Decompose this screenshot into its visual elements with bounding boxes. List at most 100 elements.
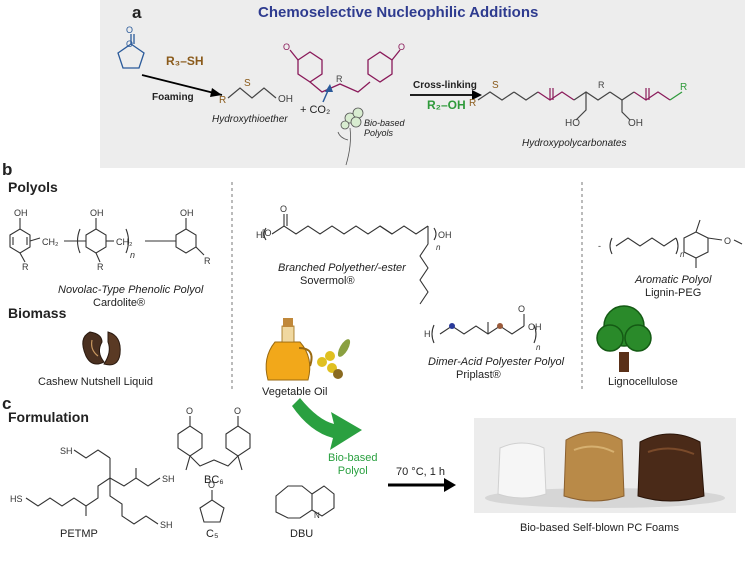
svg-text:R: R — [336, 74, 343, 84]
green-curved-arrow — [292, 398, 362, 450]
svg-text:S: S — [244, 78, 251, 89]
svg-text:CH₂: CH₂ — [116, 237, 133, 247]
svg-text:n: n — [680, 250, 685, 259]
flower-sketch-icon — [337, 107, 364, 166]
foams-caption: Bio-based Self-blown PC Foams — [520, 522, 679, 534]
cashew-label: Cashew Nutshell Liquid — [38, 376, 153, 388]
svg-text:‐: ‐ — [598, 241, 601, 251]
lignin-peg-structure — [609, 219, 743, 268]
svg-text:O: O — [724, 236, 731, 246]
svg-text:CH₂: CH₂ — [42, 237, 59, 247]
sovermol-name: Branched Polyether/-ester — [278, 262, 406, 274]
svg-text:HO: HO — [565, 118, 580, 129]
svg-text:OH: OH — [528, 322, 542, 332]
cardolite-trade: Cardolite® — [93, 297, 146, 309]
svg-text:R: R — [204, 256, 211, 266]
svg-text:R: R — [598, 80, 605, 90]
dbu-label: DBU — [290, 528, 314, 540]
svg-text:O: O — [283, 42, 290, 52]
formulation-heading: Formulation — [8, 409, 89, 425]
foaming-arrow — [141, 74, 223, 96]
svg-text:SH: SH — [162, 474, 175, 484]
svg-text:O: O — [234, 406, 241, 416]
bc6-structure — [177, 416, 251, 471]
svg-text:OH: OH — [180, 208, 194, 218]
svg-text:OH: OH — [628, 118, 643, 129]
svg-text:n: n — [436, 243, 441, 252]
vegetable-oil-icon — [265, 318, 351, 381]
cardolite-name: Novolac-Type Phenolic Polyol — [58, 284, 204, 296]
svg-text:OH: OH — [90, 208, 104, 218]
polyols-heading: Polyols — [8, 179, 58, 195]
priplast-blue-dot — [449, 323, 455, 329]
sovermol-trade: Sovermol® — [300, 275, 355, 287]
svg-text:OH: OH — [278, 94, 293, 105]
cashew-nut-icon — [82, 331, 121, 366]
svg-text:HS: HS — [10, 494, 23, 504]
svg-text:R: R — [680, 82, 687, 93]
priplast-name: Dimer-Acid Polyester Polyol — [428, 356, 565, 368]
svg-text:R: R — [219, 95, 226, 106]
hydroxythioether-label: Hydroxythioether — [212, 114, 288, 125]
tree-icon — [596, 305, 652, 372]
cardolite-structure — [9, 218, 205, 263]
panel-a-title: Chemoselective Nucleophilic Additions — [258, 4, 539, 21]
hydroxypolycarbonate-structure — [477, 88, 683, 121]
svg-text:O: O — [518, 304, 525, 314]
bis-cyclic-carbonate-structure — [289, 49, 401, 93]
svg-text:n: n — [536, 343, 541, 352]
panel-b-letter: b — [2, 160, 13, 179]
vegetable-oil-label: Vegetable Oil — [262, 386, 328, 398]
svg-text:S: S — [492, 80, 499, 91]
foam-photo — [474, 418, 736, 513]
svg-text:O: O — [398, 42, 405, 52]
priplast-trade: Priplast® — [456, 369, 501, 381]
lignin-peg-name: Aromatic Polyol — [635, 274, 712, 286]
svg-text:R: R — [469, 98, 476, 109]
cross-linking-label: Cross-linking — [413, 80, 477, 91]
panel-a-letter: a — [132, 3, 142, 22]
svg-text:H: H — [424, 329, 431, 339]
petmp-label: PETMP — [60, 528, 98, 540]
bc6-label: BC₆ — [204, 474, 224, 486]
svg-text:OH: OH — [438, 230, 452, 240]
priplast-brown-dot — [497, 323, 503, 329]
thiol-reagent-label: R₃–SH — [166, 54, 204, 68]
dbu-structure — [275, 485, 335, 519]
lignin-peg-trade: Lignin-PEG — [645, 287, 702, 299]
svg-text:R: R — [22, 262, 29, 272]
biobased-polyol-label: Bio-based Polyol — [328, 452, 378, 477]
alcohol-reagent-label: R₂–OH — [427, 98, 466, 112]
c5-label: C₅ — [206, 528, 219, 540]
co2-label: + CO₂ — [300, 104, 331, 116]
svg-text:N: N — [314, 511, 320, 520]
svg-text:OH: OH — [14, 208, 28, 218]
lignocellulose-label: Lignocellulose — [608, 376, 678, 388]
hydroxypolycarbonates-label: Hydroxypolycarbonates — [522, 138, 627, 149]
svg-text:SH: SH — [60, 446, 73, 456]
svg-text:R: R — [97, 262, 104, 272]
svg-text:n: n — [130, 250, 135, 260]
svg-text:H: H — [256, 230, 263, 240]
petmp-structure — [25, 449, 161, 525]
ethylene-carbonate-structure — [117, 34, 145, 69]
svg-text:[O: [O — [262, 228, 272, 238]
biobased-polyols-label: Bio-based Polyols — [364, 118, 405, 138]
svg-text:O: O — [280, 204, 287, 214]
panel-c-letter: c — [2, 394, 12, 413]
svg-text:O: O — [208, 480, 215, 490]
biomass-heading: Biomass — [8, 305, 67, 321]
hydroxythioether-structure — [227, 87, 277, 99]
svg-text:SH: SH — [160, 520, 173, 530]
svg-text:O: O — [186, 406, 193, 416]
panel-a-background — [100, 0, 745, 168]
sovermol-structure — [263, 214, 437, 305]
foaming-label: Foaming — [152, 92, 194, 103]
c5-structure — [199, 490, 225, 523]
conditions-label: 70 °C, 1 h — [396, 466, 446, 478]
svg-text:O: O — [126, 25, 133, 35]
svg-text:O: O — [126, 39, 133, 49]
